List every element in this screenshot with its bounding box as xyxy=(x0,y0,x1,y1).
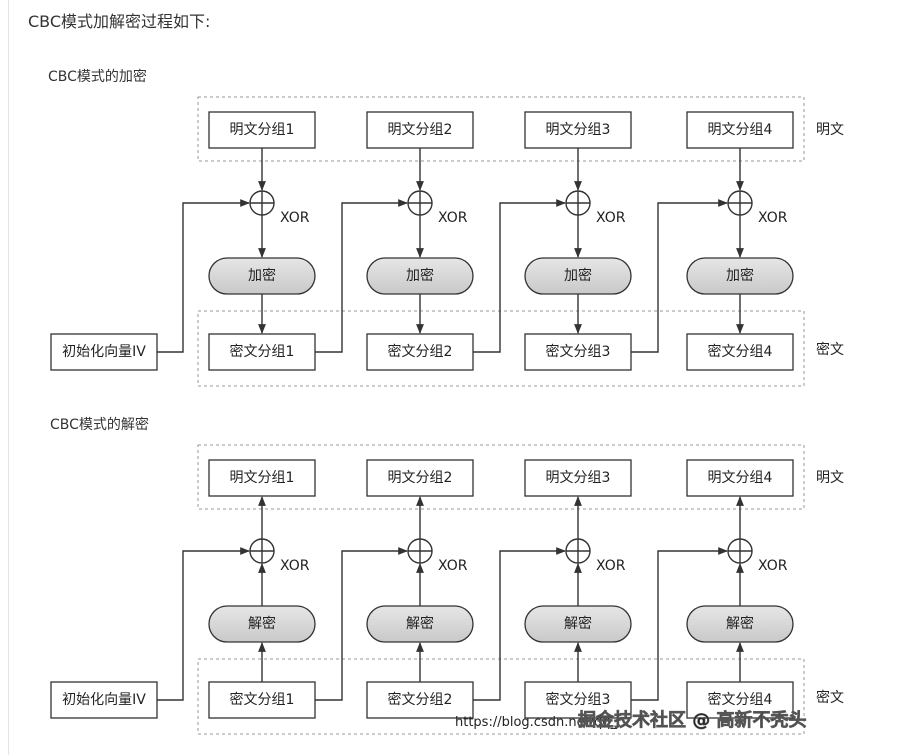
encrypt-op-label: 加密 xyxy=(406,267,434,284)
encrypt-op-label: 加密 xyxy=(726,267,754,284)
decryption-caption: CBC模式的解密 xyxy=(50,417,149,433)
xor-label: XOR xyxy=(438,210,468,226)
encrypt-op-label: 加密 xyxy=(564,267,592,284)
chain-arrow xyxy=(631,547,728,701)
left-border-line xyxy=(8,0,9,755)
plaintext-region xyxy=(197,444,805,510)
plaintext-block-4 xyxy=(686,459,794,497)
chain-arrow xyxy=(631,199,728,353)
ciphertext-block-label: 密文分组3 xyxy=(546,343,611,360)
xor-icon xyxy=(407,538,433,564)
decrypt-op-label: 解密 xyxy=(406,615,434,632)
chain-arrow xyxy=(473,547,566,701)
iv-block xyxy=(50,681,158,719)
xor-icon xyxy=(249,190,275,216)
ciphertext-region xyxy=(197,310,805,387)
plaintext-block-label: 明文分组2 xyxy=(388,470,453,486)
decrypt-op-label: 解密 xyxy=(564,615,592,632)
xor-label: XOR xyxy=(596,210,626,226)
watermark-url: https://blog.csdn.net/qq_... xyxy=(455,715,629,730)
xor-label: XOR xyxy=(280,558,310,574)
ciphertext-block-label: 密文分组4 xyxy=(708,691,773,708)
intro-text: CBC模式加解密过程如下: xyxy=(28,12,211,31)
plaintext-block-3 xyxy=(524,459,632,497)
xor-icon xyxy=(565,190,591,216)
plaintext-block-2 xyxy=(366,459,474,497)
iv-feed-arrow xyxy=(157,547,250,701)
ciphertext-block-2 xyxy=(366,333,474,371)
plaintext-block-4 xyxy=(686,111,794,149)
xor-label: XOR xyxy=(758,210,788,226)
ciphertext-side-label: 密文 xyxy=(816,689,844,706)
chain-arrow xyxy=(473,199,566,353)
plaintext-region xyxy=(197,96,805,162)
ciphertext-block-label: 密文分组2 xyxy=(388,691,453,708)
ciphertext-block-label: 密文分组1 xyxy=(230,343,295,360)
iv-feed-arrow xyxy=(157,199,250,353)
watermark: https://blog.csdn.net/qq_... 掘金技术社区 @ 高新… xyxy=(455,709,807,732)
ciphertext-block-1 xyxy=(208,681,316,719)
xor-label: XOR xyxy=(438,558,468,574)
plaintext-block-2 xyxy=(366,111,474,149)
ciphertext-block-3 xyxy=(524,333,632,371)
iv-label: 初始化向量IV xyxy=(62,343,146,360)
watermark-text: 掘金技术社区 @ 高新不秃头 xyxy=(578,709,807,731)
plaintext-side-label: 明文 xyxy=(816,122,844,138)
decrypt-op-label: 解密 xyxy=(248,615,276,632)
plaintext-block-label: 明文分组3 xyxy=(546,470,611,486)
xor-label: XOR xyxy=(280,210,310,226)
plaintext-block-label: 明文分组2 xyxy=(388,122,453,138)
plaintext-block-3 xyxy=(524,111,632,149)
ciphertext-block-4 xyxy=(686,333,794,371)
plaintext-block-label: 明文分组4 xyxy=(708,122,773,138)
plaintext-block-label: 明文分组1 xyxy=(230,122,295,138)
ciphertext-block-label: 密文分组3 xyxy=(546,691,611,708)
plaintext-block-1 xyxy=(208,459,316,497)
xor-icon xyxy=(249,538,275,564)
xor-label: XOR xyxy=(758,558,788,574)
ciphertext-block-label: 密文分组2 xyxy=(388,343,453,360)
xor-icon xyxy=(407,190,433,216)
plaintext-side-label: 明文 xyxy=(816,470,844,486)
plaintext-block-label: 明文分组1 xyxy=(230,470,295,486)
ciphertext-block-1 xyxy=(208,333,316,371)
plaintext-block-label: 明文分组3 xyxy=(546,122,611,138)
decrypt-op-label: 解密 xyxy=(726,615,754,632)
chain-arrow xyxy=(315,199,408,353)
encryption-caption: CBC模式的加密 xyxy=(48,69,147,85)
xor-icon xyxy=(727,190,753,216)
encrypt-op-label: 加密 xyxy=(248,267,276,284)
xor-label: XOR xyxy=(596,558,626,574)
plaintext-block-1 xyxy=(208,111,316,149)
iv-block xyxy=(50,333,158,371)
iv-label: 初始化向量IV xyxy=(62,691,146,708)
plaintext-block-label: 明文分组4 xyxy=(708,470,773,486)
chain-arrow xyxy=(315,547,408,701)
xor-icon xyxy=(565,538,591,564)
ciphertext-side-label: 密文 xyxy=(816,341,844,358)
xor-icon xyxy=(727,538,753,564)
ciphertext-region xyxy=(197,658,805,735)
ciphertext-block-label: 密文分组1 xyxy=(230,691,295,708)
ciphertext-block-label: 密文分组4 xyxy=(708,343,773,360)
